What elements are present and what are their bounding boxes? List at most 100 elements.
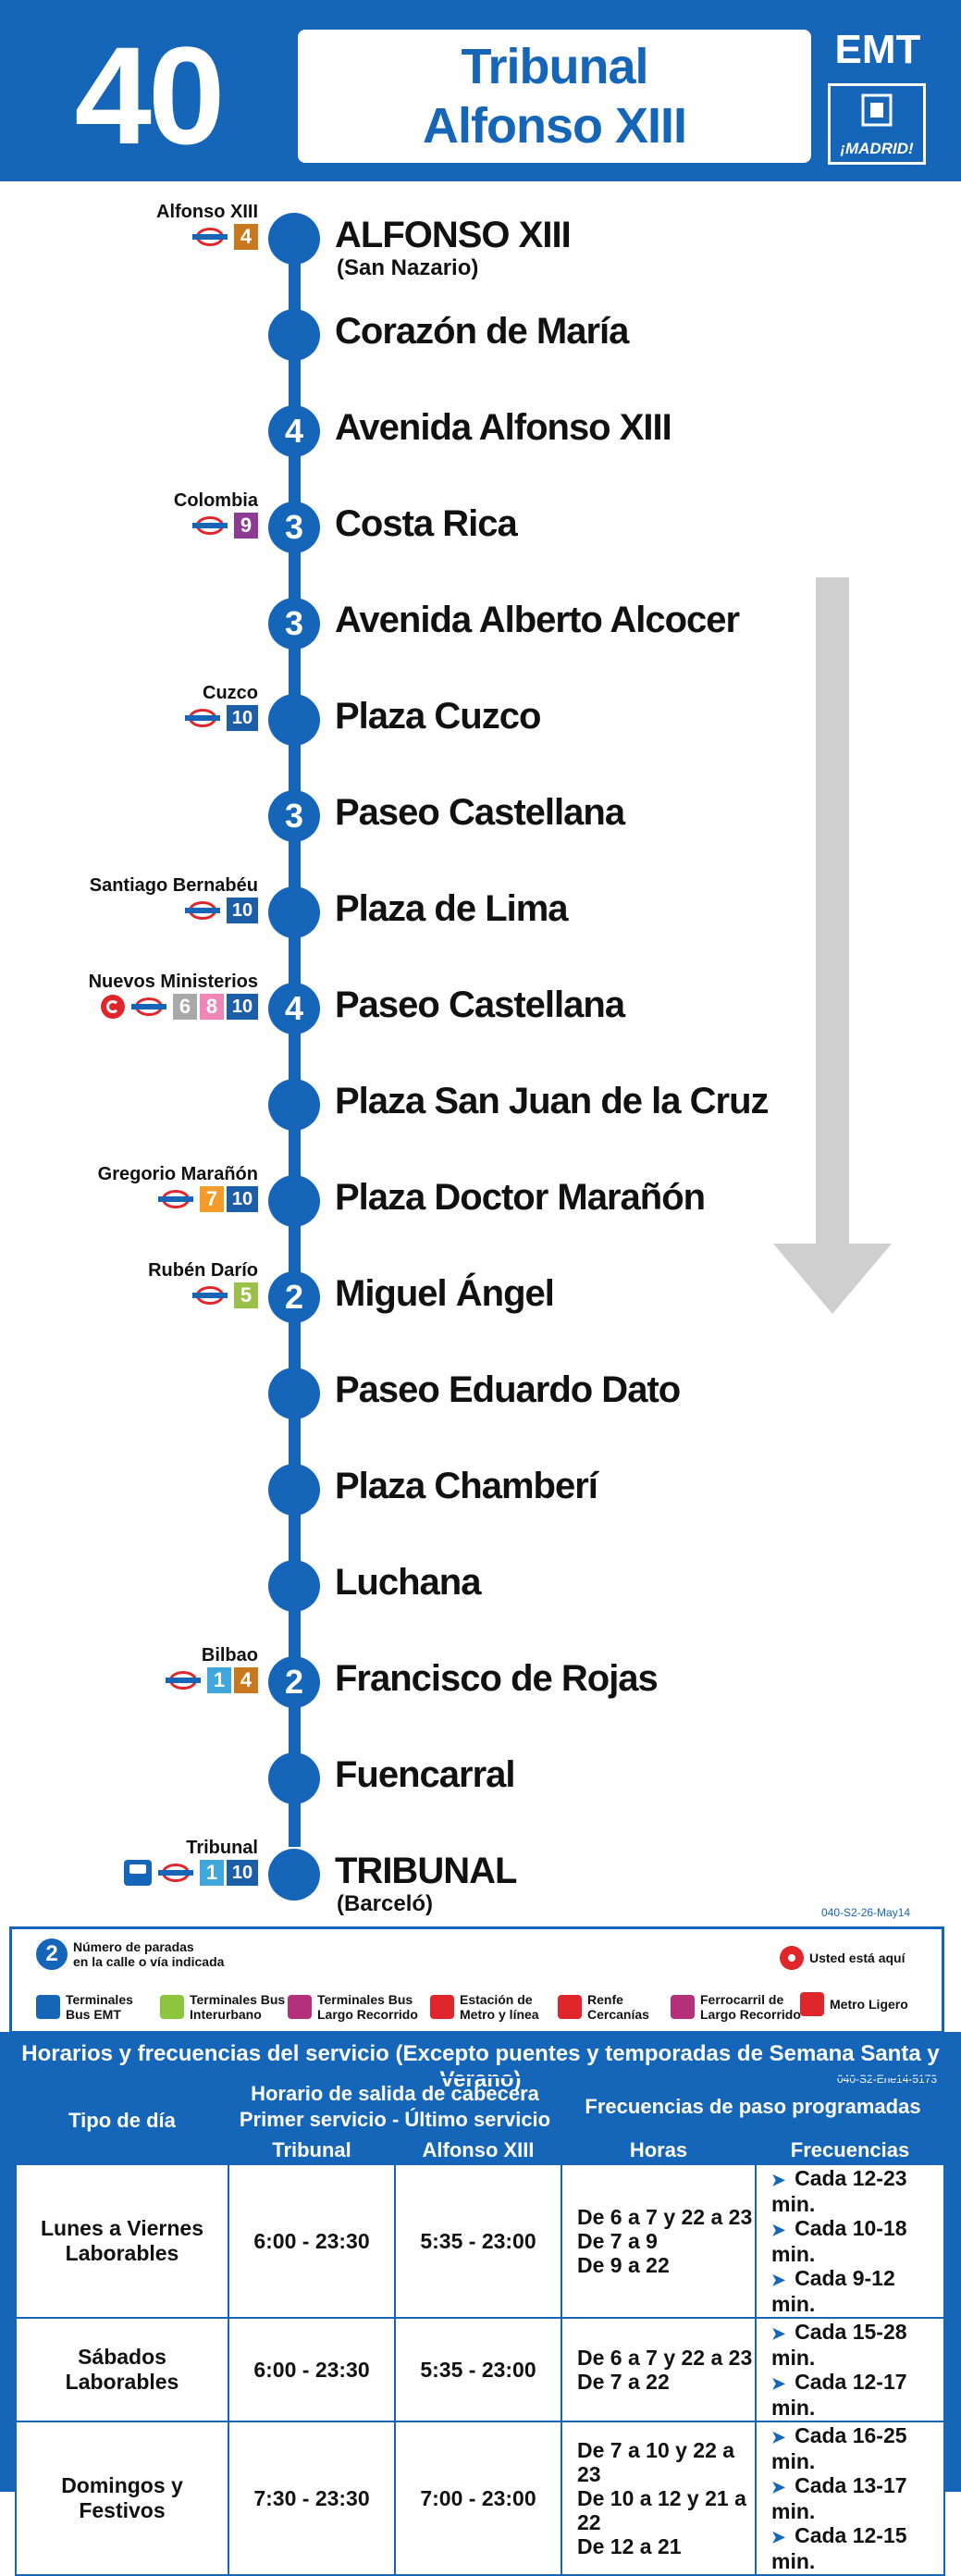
metro-line-badge: 10 [227, 705, 258, 731]
legend-item-line-2: Cercanías [587, 2007, 649, 2022]
frequency-text: Cada 9-12 min. [771, 2266, 895, 2316]
stop-name: Paseo Castellana [335, 792, 625, 833]
connection-name: Rubén Darío [148, 1260, 258, 1281]
metro-line-badge: 8 [200, 994, 224, 1020]
header-departures-line-2: Primer servicio - Último servicio [239, 2108, 551, 2131]
metro-icon [131, 997, 166, 1017]
arrow-right-icon: ➤ [771, 2221, 786, 2239]
schedule-table: Tipo de día Horario de salida de cabecer… [15, 2076, 945, 2576]
emt-logo: EMT ¡MADRID! [823, 24, 932, 172]
arrow-right-icon: ➤ [771, 2528, 786, 2546]
metro-icon [158, 1189, 193, 1209]
header-departures-line-1: Horario de salida de cabecera [251, 2082, 539, 2105]
legend-item: Metro Ligero [800, 1992, 908, 2016]
alfonso-departure-cell: 5:35 - 23:00 [394, 2163, 562, 2319]
header: 40 Tribunal Alfonso XIII EMT ¡MADRID! [0, 0, 961, 181]
metro-line-badge: 6 [173, 994, 197, 1020]
stop-name: Avenida Alberto Alcocer [335, 600, 740, 640]
stop-dot [268, 1368, 320, 1419]
frequency-line: ➤Cada 12-15 min. [771, 2523, 943, 2573]
connection-lines: 4 [156, 224, 258, 250]
day-type-line: Laborables [65, 2241, 179, 2265]
legend: 2 Número de paradas en la calle o vía in… [9, 1926, 944, 2034]
frequency-text: Cada 15-28 min. [771, 2320, 907, 2370]
frequency-text: Cada 13-17 min. [771, 2473, 907, 2523]
legend-item-line-2: Largo Recorrido [317, 2007, 418, 2022]
stop-count-example: 2 [36, 1938, 68, 1970]
header-freqs: Frecuencias [755, 2136, 945, 2165]
stop-row: Corazón de María [0, 307, 961, 363]
frequency-text: Cada 10-18 min. [771, 2216, 907, 2266]
stop-row: Fuencarral [0, 1751, 961, 1806]
stop-dot [268, 1560, 320, 1612]
hours-line: De 12 a 21 [577, 2534, 682, 2558]
header-hours: Horas [561, 2136, 757, 2165]
legend-stop-count-text-2: en la calle o vía indicada [73, 1954, 225, 1969]
legend-item-line-2: Bus EMT [66, 2007, 121, 2022]
legend-item-line-2: Largo Recorrido [700, 2007, 801, 2022]
stop-dot [268, 1849, 320, 1901]
legend-item-line-1: Metro Ligero [830, 1997, 908, 2012]
stop-name: Plaza Cuzco [335, 696, 541, 737]
metro-line-badge: 5 [234, 1282, 258, 1308]
you-are-here-icon [780, 1946, 804, 1970]
stop-name: Plaza Doctor Marañón [335, 1177, 706, 1218]
stop-row: Paseo Eduardo Dato [0, 1366, 961, 1421]
frequency-cell: ➤Cada 15-28 min.➤Cada 12-17 min. [755, 2317, 945, 2422]
header-departures: Horario de salida de cabecera Primer ser… [228, 2076, 562, 2137]
legend-item-line-1: Estación de [460, 1992, 533, 2007]
metro-icon [166, 1670, 201, 1690]
metro-icon [192, 1285, 228, 1306]
legend-item-icon [671, 1995, 695, 2019]
legend-item-line-1: Renfe [587, 1992, 623, 2007]
legend-item-line-1: Terminales [66, 1992, 133, 2007]
header-alfonso: Alfonso XIII [394, 2136, 562, 2165]
frequency-text: Cada 12-23 min. [771, 2166, 907, 2216]
connection-name: Gregorio Marañón [97, 1164, 258, 1184]
schedule-title: Horarios y frecuencias del servicio (Exc… [21, 2041, 940, 2092]
day-type-line: Lunes a Viernes [41, 2216, 203, 2240]
stop-name: Avenida Alfonso XIII [335, 407, 672, 448]
connection-name: Bilbao [201, 1645, 258, 1666]
you-are-here-text: Usted está aquí [809, 1951, 906, 1965]
legend-item-line-2: Metro y línea [460, 2007, 539, 2022]
schedule-section: Horarios y frecuencias del servicio (Exc… [0, 2032, 961, 2576]
frequency-line: ➤Cada 9-12 min. [771, 2266, 943, 2316]
legend-stop-count-text-1: Número de paradas [73, 1939, 194, 1954]
connection-lines: 10 [185, 705, 258, 731]
print-code: 040-S2-26-May14 [821, 1906, 911, 1919]
day-type-line: Laborables [65, 2370, 179, 2394]
connection-lines: 10 [90, 898, 258, 923]
stop-subtitle: (San Nazario) [337, 255, 479, 280]
connection-lines: 9 [174, 513, 258, 539]
metro-icon [185, 708, 220, 728]
metro-line-badge: 10 [227, 898, 258, 923]
stop-subtitle: (Barceló) [337, 1891, 434, 1916]
frequency-line: ➤Cada 16-25 min. [771, 2423, 943, 2473]
madrid-logo: ¡MADRID! [828, 83, 926, 165]
metro-line-badge: 10 [227, 994, 258, 1020]
metro-icon [185, 900, 220, 921]
stop-dot [268, 1752, 320, 1804]
madrid-crest-icon [861, 93, 893, 127]
arrow-right-icon: ➤ [771, 2324, 786, 2343]
stop-dot: 3 [268, 502, 320, 553]
